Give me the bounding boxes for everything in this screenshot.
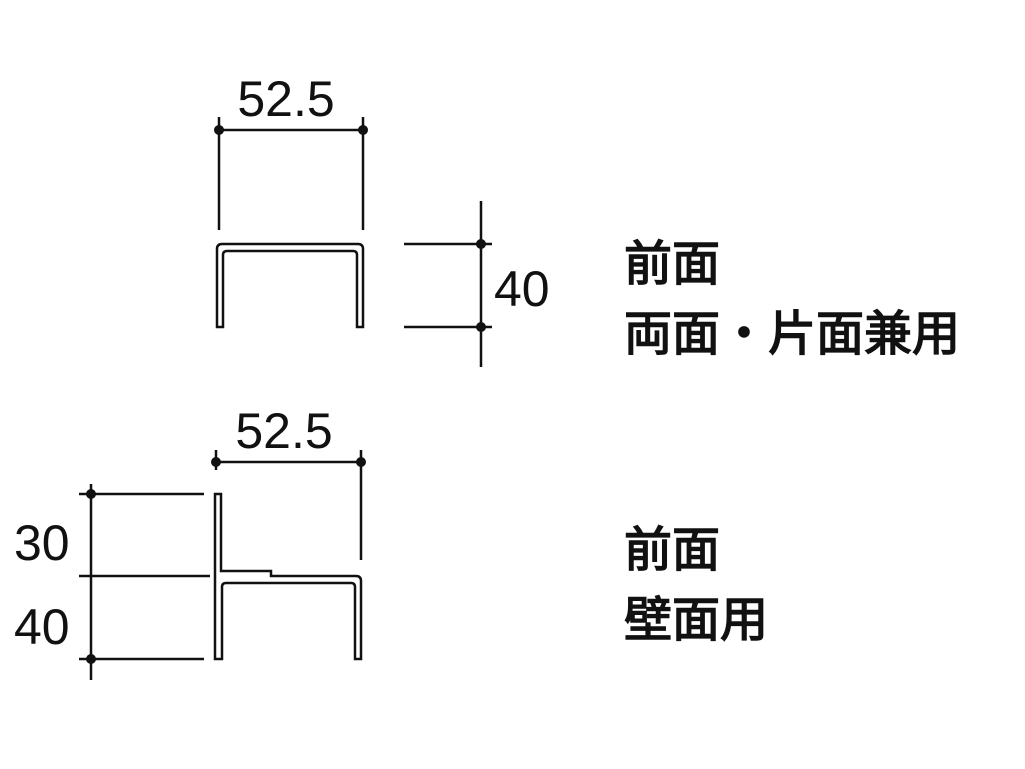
top-caption-line1: 前面 <box>624 236 720 292</box>
top-height-dimension: 40 <box>404 201 550 367</box>
top-caption-line2: 両面・片面兼用 <box>624 306 960 362</box>
top-width-dimension: 52.5 <box>214 71 368 230</box>
bottom-upper-height-label: 30 <box>14 515 70 571</box>
top-channel-profile <box>215 242 365 329</box>
bottom-channel-profile <box>213 492 363 661</box>
bottom-lower-height-label: 40 <box>14 599 70 655</box>
top-height-label: 40 <box>494 261 550 317</box>
bottom-caption-line2: 壁面用 <box>624 592 768 648</box>
bottom-width-dimension: 52.5 <box>211 403 366 560</box>
bottom-caption-line1: 前面 <box>624 522 720 578</box>
bottom-height-dimension: 30 40 <box>14 484 210 680</box>
top-profile-diagram: 52.5 40 前面 両面・片面兼用 <box>214 71 960 367</box>
bottom-width-label: 52.5 <box>235 403 332 459</box>
bottom-profile-diagram: 52.5 30 40 前面 壁面用 <box>14 403 768 680</box>
top-width-label: 52.5 <box>237 71 334 127</box>
